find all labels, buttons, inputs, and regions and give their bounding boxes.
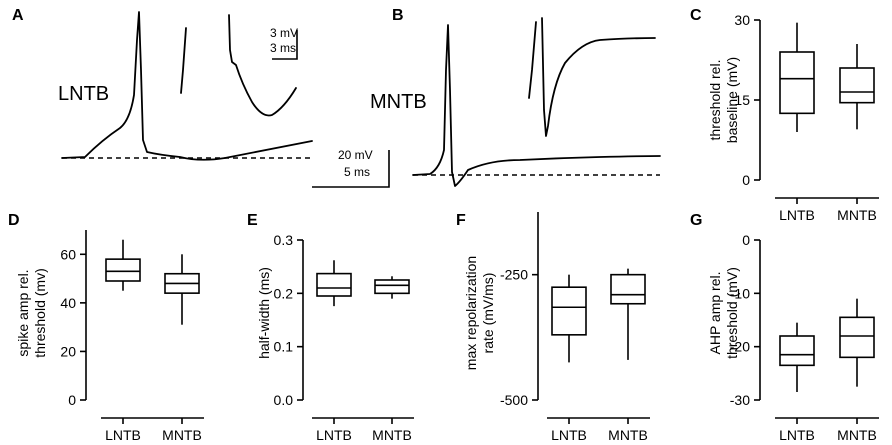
y-tick-label-e: 0.1 [274, 339, 294, 355]
scalebar-large-ms: 5 ms [344, 165, 370, 179]
cell-label-mntb: MNTB [370, 91, 427, 113]
y-axis-label-line: threshold (mv) [32, 268, 48, 357]
y-tick-label-c: 30 [734, 12, 750, 28]
y-axis-label-line: half-width (ms) [256, 267, 272, 359]
y-axis-label-line: baseline (mV) [724, 57, 740, 143]
box-d-lntb [105, 258, 141, 282]
box-c-mntb [839, 67, 875, 104]
lntb-inset-rise [180, 27, 187, 94]
y-axis-label-g: AHP amp rel.threshold (mV) [707, 267, 740, 359]
y-axis-label-line: max repolarization [463, 256, 479, 370]
scalebar-large [312, 150, 390, 188]
y-tick-label-d: 0 [68, 392, 76, 408]
y-tick-label-g: -10 [730, 285, 750, 301]
y-tick-label-f: -250 [500, 267, 528, 283]
panel-label-a: A [12, 7, 24, 24]
mntb-inset-repol [541, 17, 656, 137]
box-c-lntb [779, 51, 815, 115]
y-tick-label-d: 40 [60, 295, 76, 311]
box-f-mntb [610, 273, 646, 305]
y-axis-label-line: rate (mV/ms) [480, 273, 496, 354]
y-axis-label-line: spike amp rel. [15, 269, 31, 356]
x-tick-label-f: MNTB [608, 427, 648, 443]
y-tick-label-g: -20 [730, 339, 750, 355]
lntb-trace [61, 11, 313, 161]
box-g-lntb [779, 335, 815, 367]
y-axis-label-line: threshold (mV) [724, 267, 740, 359]
panel-label-e: E [247, 212, 258, 229]
y-axis-label-line: threshold rel. [707, 60, 723, 141]
y-tick-label-c: 15 [734, 92, 750, 108]
cell-label-lntb: LNTB [58, 83, 109, 105]
panel-c: C 0 15 30 threshold rel.baseline (mV) LNTB MNT… [690, 7, 879, 223]
panel-label-g: G [690, 212, 702, 229]
x-tick-label-d: MNTB [162, 427, 202, 443]
panel-label-c: C [690, 7, 702, 24]
y-tick-label-d: 60 [60, 246, 76, 262]
x-tick-label-c: LNTB [779, 207, 815, 223]
x-tick-label-f: LNTB [551, 427, 587, 443]
box-g-mntb [839, 316, 875, 359]
y-axis-label-e: half-width (ms) [256, 267, 272, 359]
x-tick-label-c: MNTB [837, 207, 877, 223]
y-axis-label-c: threshold rel.baseline (mV) [707, 57, 740, 143]
scalebar-small-ms: 3 ms [270, 41, 296, 55]
panel-label-d: D [8, 212, 20, 229]
y-tick-label-e: 0.0 [274, 392, 294, 408]
y-tick-label-e: 0.2 [274, 285, 294, 301]
x-tick-label-e: MNTB [372, 427, 412, 443]
y-axis-label-line: AHP amp rel. [707, 272, 723, 355]
y-axis-label-f: max repolarizationrate (mV/ms) [463, 256, 496, 370]
y-axis-label-d: spike amp rel.threshold (mv) [15, 268, 48, 357]
x-tick-label-d: LNTB [105, 427, 141, 443]
x-tick-label-g: LNTB [779, 427, 815, 443]
box-e-lntb [316, 272, 352, 297]
box-e-mntb [374, 279, 410, 295]
scalebar-small [272, 30, 298, 60]
y-tick-label-g: 0 [742, 232, 750, 248]
panel-e: E 0.0 0.1 0.2 0.3 half-width (ms) LNTB MNTB [247, 212, 414, 443]
y-tick-label-e: 0.3 [274, 232, 294, 248]
y-tick-label-d: 20 [60, 343, 76, 359]
scalebar-small-mv: 3 mV [270, 26, 298, 40]
box-f-lntb [551, 286, 587, 336]
x-tick-label-g: MNTB [837, 427, 877, 443]
lntb-inset-ahp [228, 14, 297, 117]
y-tick-label-c: 0 [742, 172, 750, 188]
panel-label-b: B [392, 7, 404, 24]
scalebar-large-mv: 20 mV [338, 148, 373, 162]
mntb-inset-rise [528, 21, 537, 99]
y-tick-label-f: -500 [500, 392, 528, 408]
y-tick-label-g: -30 [730, 392, 750, 408]
x-tick-label-e: LNTB [316, 427, 352, 443]
mntb-trace [412, 24, 661, 187]
box-panels: C 0 15 30 threshold rel.baseline (mV) LNTB MNT… [8, 7, 879, 443]
panel-d: D 0 20 40 60 spike amp rel.threshold (mv) LNTB… [8, 212, 204, 443]
panel-label-f: F [456, 212, 466, 229]
